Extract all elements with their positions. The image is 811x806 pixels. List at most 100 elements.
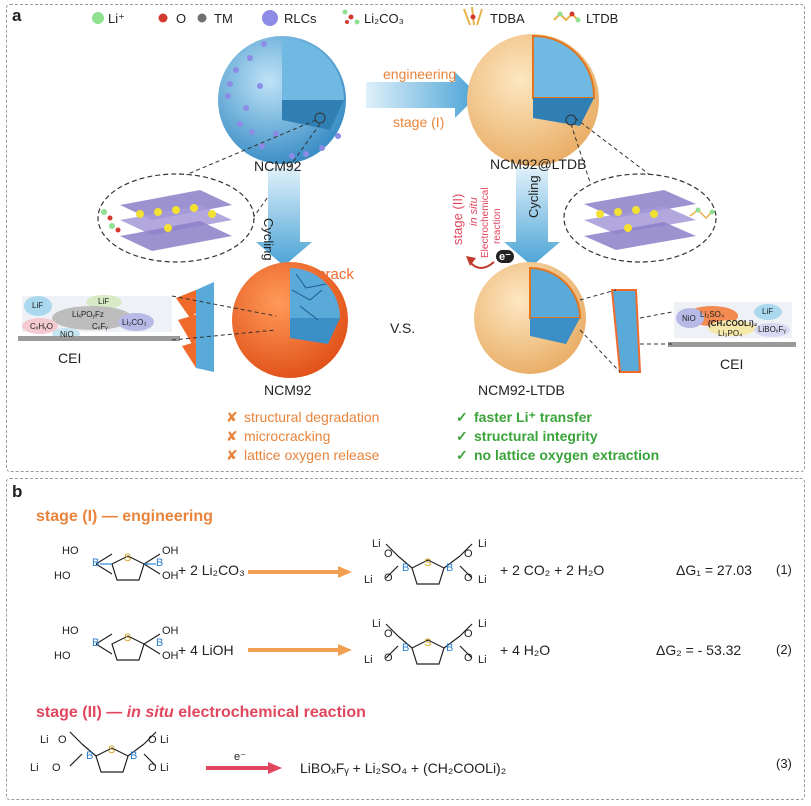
engineering-label: engineering: [383, 66, 457, 82]
atom-o-8: O: [464, 652, 473, 664]
drawback-1: structural degradation: [244, 409, 380, 425]
eq1-delta-g: ΔG₁ = 27.03: [676, 562, 752, 578]
cei-right-ch2cooli: (CH₂COOLi)₂: [708, 319, 758, 328]
eq3-number: (3): [776, 756, 792, 771]
cei-left-slab: [18, 295, 180, 341]
atom-oh-2: OH: [162, 570, 179, 582]
drawback-mark-3: ✘: [226, 447, 238, 463]
lattice-zoom-right: [563, 173, 717, 263]
in-situ-label: in situ: [468, 197, 480, 226]
cei-left-nio: NiO: [60, 330, 74, 339]
atom-b-9: B: [86, 750, 94, 762]
ltdb-molecule-eq3: [69, 731, 157, 773]
atom-b-1: B: [92, 557, 100, 569]
atom-li-12: Li: [160, 762, 169, 774]
cei-right-li2so4: Li₂SO₄: [700, 310, 725, 319]
atom-li-3: Li: [478, 538, 487, 550]
cei-right-nio: NiO: [682, 314, 696, 323]
drawback-mark-1: ✘: [226, 409, 238, 425]
stage-i-label: stage (I): [393, 114, 445, 130]
cei-left-fragments: [176, 282, 214, 372]
vs-label: V.S.: [390, 320, 416, 336]
atom-li-2: Li: [364, 574, 373, 586]
cycling-arrow-right: [504, 168, 560, 266]
atom-li-9: Li: [40, 734, 49, 746]
ncm92-ltdb-particle-top: [467, 34, 599, 166]
panel-b-label: b: [12, 482, 23, 501]
atom-o-11: O: [148, 734, 157, 746]
atom-s-2: S: [424, 557, 432, 569]
stage-ii-label: stage (II): [450, 193, 465, 245]
atom-o-10: O: [52, 762, 61, 774]
atom-s-4: S: [424, 637, 432, 649]
eq1-reagent: + 2 Li₂CO₃: [178, 562, 245, 578]
cei-right-slab: [610, 289, 796, 373]
cei-right-label: CEI: [720, 356, 744, 372]
eq2-reagent: + 4 LiOH: [178, 642, 234, 658]
ltdb-molecule-eq1: [385, 543, 473, 585]
lattice-zoom-left: [97, 173, 255, 263]
panel-a-diagram: [18, 34, 796, 378]
eq2-delta-g: ΔG₂ = - 53.32: [656, 642, 742, 658]
ncm92-ltdb-particle-bottom: [474, 262, 586, 374]
atom-li-4: Li: [478, 574, 487, 586]
li2co3-molecule-icon: [342, 9, 360, 25]
benefit-mark-3: ✓: [456, 447, 468, 463]
panel-a: [6, 4, 805, 472]
atom-b-10: B: [130, 750, 138, 762]
cycling-arrow-left: [256, 168, 312, 266]
atom-o-1: O: [384, 548, 393, 560]
atom-li-1: Li: [372, 538, 381, 550]
atom-s-1: S: [124, 552, 132, 564]
ncm92-cracked-particle: [232, 262, 348, 378]
atom-oh-4: OH: [162, 650, 179, 662]
atom-b-3: B: [402, 562, 410, 574]
tdba-molecule-eq2: [95, 633, 161, 661]
atom-b-6: B: [156, 637, 164, 649]
stage-i-heading: stage (I) — engineering: [36, 508, 213, 525]
legend-rlcs: RLCs: [284, 11, 317, 26]
atom-li-6: Li: [364, 654, 373, 666]
benefit-2: structural integrity: [474, 428, 598, 444]
cei-left-cf: CₓFᵧ: [92, 322, 108, 331]
ncm92-ltdb-top-label: NCM92@LTDB: [490, 156, 587, 172]
cei-right-lif: LiF: [762, 307, 774, 316]
engineering-arrow: [366, 72, 478, 118]
crack-label: crack: [318, 266, 354, 283]
panel-b: [6, 478, 805, 800]
eq1-number: (1): [776, 562, 792, 577]
stage-ii-heading: stage (II) — in situ electrochemical rea…: [36, 704, 366, 722]
ncm92-particle-top: [218, 36, 346, 164]
atom-b-8: B: [446, 642, 454, 654]
atom-li-5: Li: [372, 618, 381, 630]
panel-a-label: a: [12, 6, 22, 25]
atom-o-9: O: [58, 734, 67, 746]
atom-li-11: Li: [160, 734, 169, 746]
atom-li-8: Li: [478, 654, 487, 666]
atom-oh-1: OH: [162, 545, 179, 557]
electron-badge: e⁻: [496, 250, 514, 263]
stage-ii-heading-italic: in situ: [126, 704, 174, 721]
atom-b-7: B: [402, 642, 410, 654]
ltdb-molecule-eq2: [385, 623, 473, 665]
cei-right-libof: LiBOₓFᵧ: [758, 325, 786, 334]
cei-left-lif-1: LiF: [32, 301, 44, 310]
drawback-3: lattice oxygen release: [244, 447, 380, 463]
legend-tdba: TDBA: [490, 11, 525, 26]
cycling-label-left: Cycling: [261, 218, 276, 261]
drawback-mark-2: ✘: [226, 428, 238, 444]
atom-li-7: Li: [478, 618, 487, 630]
atom-o-7: O: [464, 628, 473, 640]
atom-s-5: S: [108, 744, 116, 756]
cei-right-li3po4: Li₃PO₄: [718, 329, 743, 338]
atom-b-2: B: [156, 557, 164, 569]
legend-o: O: [176, 11, 187, 26]
cei-left-lif-2: LiF: [98, 297, 110, 306]
atom-o-2: O: [384, 572, 393, 584]
atom-ho-1: HO: [62, 545, 79, 557]
ncm92-ltdb-bottom-label: NCM92-LTDB: [478, 382, 565, 398]
atom-oh-3: OH: [162, 625, 179, 637]
eq3-products: LiBOₓFᵧ + Li₂SO₄ + (CH₂COOLi)₂: [300, 760, 507, 776]
li-ion-icon: [92, 12, 104, 24]
tdba-molecule-eq1: [95, 553, 161, 581]
